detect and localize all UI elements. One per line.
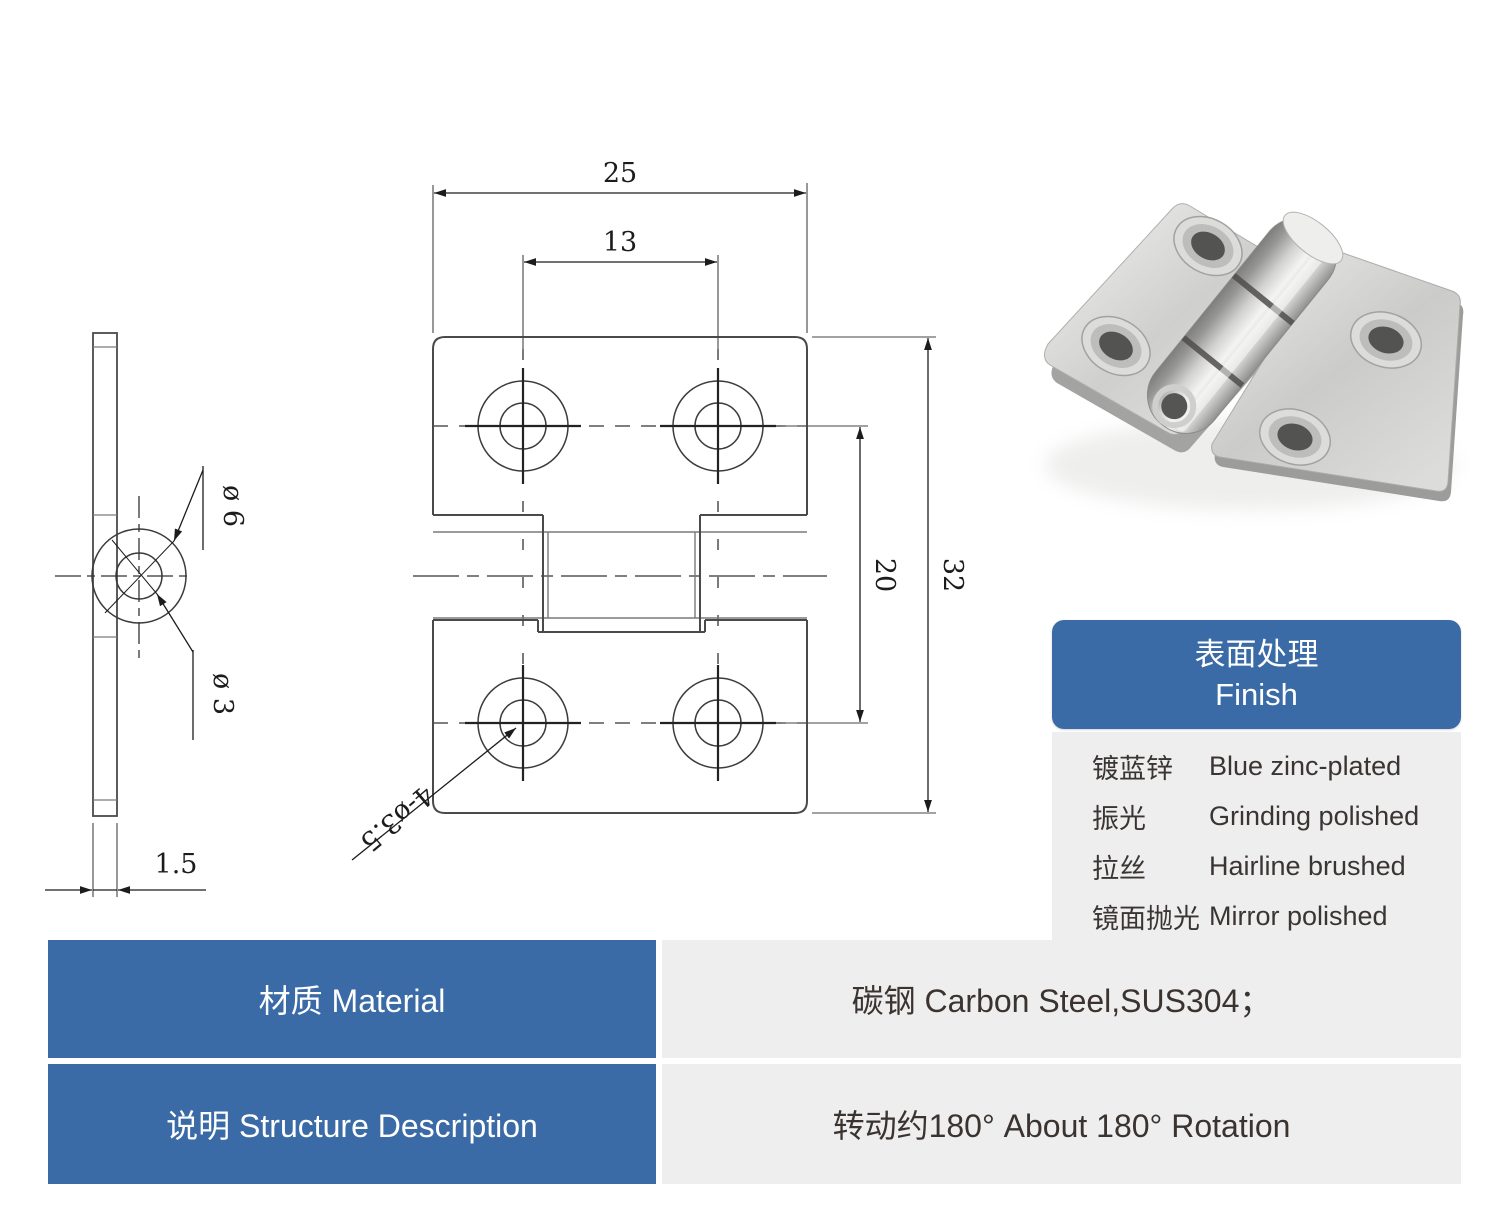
finish-option-en: Grinding polished: [1209, 800, 1420, 831]
dim-outer-diameter: ø 6: [217, 485, 248, 527]
dim-pin-diameter: ø 3: [207, 673, 238, 715]
finish-option-en: Mirror polished: [1209, 900, 1388, 931]
finish-row: 振光 Grinding polished: [1052, 791, 1461, 841]
hole-top-left: [465, 368, 581, 484]
dim-row-span: 20: [869, 558, 900, 592]
spec-value-description: 转动约180° About 180° Rotation: [662, 1064, 1461, 1184]
dim-hole-span: 13: [603, 227, 637, 258]
finish-table: 表面处理 Finish 镀蓝锌 Blue zinc-plated 振光 Grin…: [1052, 620, 1461, 952]
finish-option-en: Hairline brushed: [1209, 850, 1406, 881]
finish-header-en: Finish: [1215, 676, 1298, 712]
finish-table-header: 表面处理 Finish: [1052, 620, 1461, 729]
hole-bottom-right: [660, 665, 776, 781]
product-photo-hinge: [1044, 203, 1464, 510]
dim-width: 25: [603, 158, 637, 189]
screw-hole: [1173, 215, 1243, 277]
spec-table: 材质 Material 碳钢 Carbon Steel,SUS304； 说明 S…: [48, 940, 1461, 1184]
finish-option-cn: 镀蓝锌: [1092, 753, 1173, 784]
finish-table-body: 镀蓝锌 Blue zinc-plated 振光 Grinding polishe…: [1052, 732, 1461, 952]
spec-label-description: 说明 Structure Description: [48, 1064, 656, 1184]
dim-height: 32: [937, 558, 968, 592]
screw-hole: [1350, 311, 1422, 369]
screw-hole: [1259, 408, 1331, 466]
dim-thickness: 1.5: [155, 849, 198, 880]
front-view: 25 13 20 32 4-ø3.5: [351, 158, 968, 861]
finish-option-cn: 镜面抛光: [1092, 903, 1200, 934]
pin-end-ring: [1152, 384, 1197, 429]
side-view: ø 6 ø 3 1.5: [45, 332, 248, 897]
hole-top-right: [660, 368, 776, 484]
finish-option-cn: 拉丝: [1092, 853, 1146, 884]
finish-option-cn: 振光: [1092, 803, 1146, 834]
finish-row: 镀蓝锌 Blue zinc-plated: [1052, 741, 1461, 791]
finish-header-cn: 表面处理: [1194, 636, 1319, 672]
barrel-top-cap: [1282, 211, 1344, 265]
technical-drawing: ø 6 ø 3 1.5: [45, 158, 968, 897]
hole-bottom-left: [465, 665, 581, 781]
finish-row: 拉丝 Hairline brushed: [1052, 841, 1461, 891]
spec-value-material: 碳钢 Carbon Steel,SUS304；: [662, 940, 1461, 1058]
dim-hole-count-diameter: 4-ø3.5: [354, 779, 439, 858]
pin-end-hole: [1161, 393, 1188, 420]
hinge-barrel: [1146, 211, 1344, 434]
spec-label-material: 材质 Material: [48, 940, 656, 1058]
screw-hole: [1081, 315, 1151, 377]
finish-option-en: Blue zinc-plated: [1209, 750, 1402, 781]
finish-row: 镜面抛光 Mirror polished: [1052, 891, 1461, 941]
